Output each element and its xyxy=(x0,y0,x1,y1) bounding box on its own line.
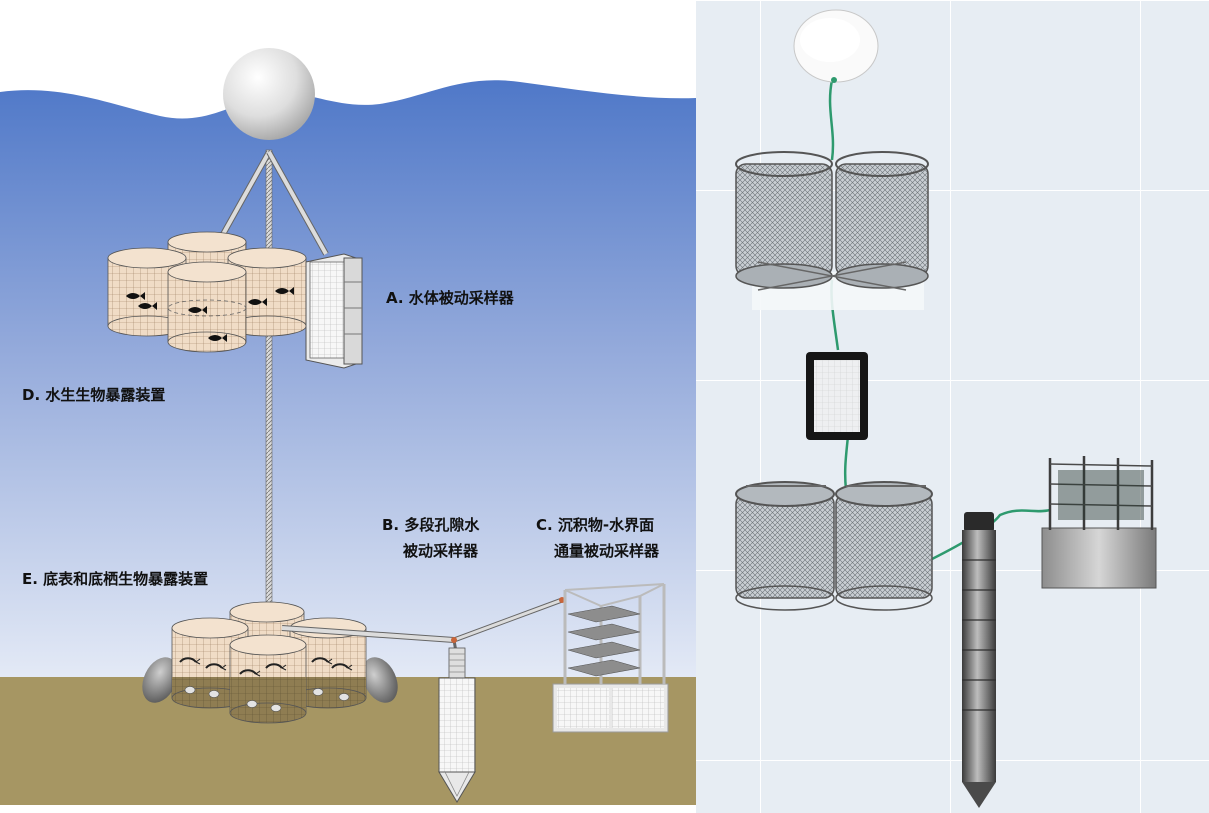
sinker-weight xyxy=(142,657,178,703)
label-b-line2: 被动采样器 xyxy=(403,542,479,560)
shell-icon xyxy=(270,704,282,712)
photo-panel xyxy=(696,0,1209,813)
photo-porewater-rod xyxy=(962,512,996,808)
shell-icon xyxy=(338,693,350,701)
label-c-line2: 通量被动采样器 xyxy=(554,542,660,560)
aquatic-exposure-device xyxy=(107,231,307,353)
photo-lower-baskets xyxy=(735,481,933,611)
porewater-passive-sampler xyxy=(438,647,476,803)
photo-upper-baskets xyxy=(735,151,929,310)
schematic-panel: A. 水体被动采样器 D. 水生生物暴露装置 B. 多段孔隙水 被动采样器 C.… xyxy=(0,48,696,805)
benthic-exposure-device xyxy=(142,601,398,724)
shell-icon xyxy=(312,688,324,696)
connecting-cables xyxy=(281,597,565,653)
sinker-weight xyxy=(362,657,398,703)
label-a: A. 水体被动采样器 xyxy=(386,289,515,307)
water-body xyxy=(0,80,696,681)
shell-icon xyxy=(246,700,258,708)
cage xyxy=(229,634,307,724)
label-d: D. 水生生物暴露装置 xyxy=(22,386,165,404)
label-e: E. 底表和底栖生物暴露装置 xyxy=(22,570,208,588)
water-passive-sampler xyxy=(305,253,363,369)
shell-icon xyxy=(184,686,196,694)
label-c-line1: C. 沉积物-水界面 xyxy=(536,516,654,534)
cage xyxy=(167,261,247,353)
shell-icon xyxy=(208,690,220,698)
flux-passive-sampler xyxy=(552,583,669,733)
tile-floor xyxy=(696,0,1209,813)
photo-flux-sampler xyxy=(1041,456,1157,589)
green-cord xyxy=(828,79,1051,562)
photo-water-sampler xyxy=(806,352,868,440)
float-buoy xyxy=(223,48,315,140)
label-b-line1: B. 多段孔隙水 xyxy=(382,516,480,534)
